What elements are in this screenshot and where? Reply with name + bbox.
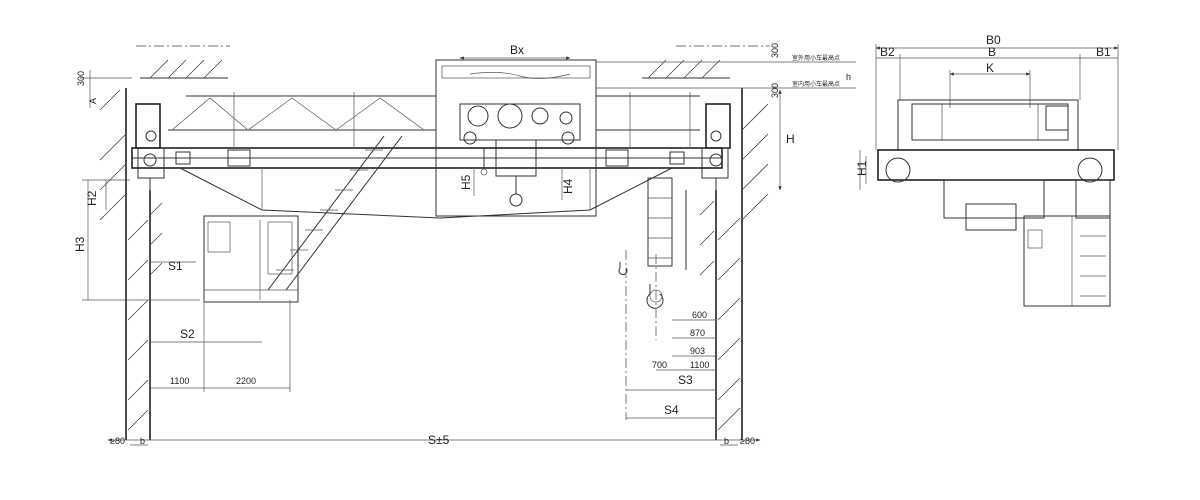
right-ladder xyxy=(647,177,687,270)
label-2200: 2200 xyxy=(236,376,256,386)
label-s2: S2 xyxy=(180,327,195,341)
operator-cab xyxy=(203,215,299,303)
right-travel-drive xyxy=(605,149,690,167)
label-s1: S1 xyxy=(168,259,183,273)
side-view xyxy=(859,44,1119,307)
label-700: 700 xyxy=(652,360,667,370)
main-girder xyxy=(131,92,723,219)
label-s3: S3 xyxy=(678,373,693,387)
label-h-small: h xyxy=(846,72,851,82)
label-bx: Bx xyxy=(510,43,524,57)
label-b-left: b xyxy=(140,436,145,446)
label-h2: H2 xyxy=(85,190,99,206)
label-clear-right: ≥80 xyxy=(740,436,755,446)
right-wall xyxy=(642,45,770,446)
label-h4: H4 xyxy=(561,178,575,194)
label-h3: H3 xyxy=(73,236,87,252)
trolley xyxy=(435,59,597,217)
label-300-left: 300 xyxy=(76,71,86,86)
label-600: 600 xyxy=(692,310,707,320)
label-b2: B2 xyxy=(880,45,895,59)
label-s4: S4 xyxy=(664,403,679,417)
label-1100-left: 1100 xyxy=(170,376,189,386)
right-end-carriage xyxy=(701,103,731,192)
label-h5: H5 xyxy=(459,174,473,190)
left-travel-drive xyxy=(168,149,251,167)
label-1100-right: 1100 xyxy=(690,360,709,370)
label-a-left: A xyxy=(88,98,98,104)
access-stairs xyxy=(267,135,403,291)
label-clear-left: ≥80 xyxy=(110,436,125,446)
label-b1: B1 xyxy=(1096,45,1111,59)
label-300-bottom: 300 xyxy=(770,83,780,98)
label-300-top: 300 xyxy=(770,43,780,58)
left-wall xyxy=(99,45,230,446)
dimension-lines xyxy=(80,56,856,442)
small-hook-icon xyxy=(618,262,628,276)
label-h1: H1 xyxy=(855,160,869,176)
hook-icon xyxy=(646,284,664,309)
label-870: 870 xyxy=(690,328,705,338)
left-end-carriage xyxy=(135,103,165,192)
label-b-right: b xyxy=(724,436,729,446)
label-b: B xyxy=(988,45,996,59)
label-b0: B0 xyxy=(986,33,1001,47)
label-span: S±5 xyxy=(428,433,450,447)
note-outdoor: 室外用小车最高点 xyxy=(792,54,840,62)
label-k: K xyxy=(986,61,994,75)
label-903: 903 xyxy=(690,346,705,356)
note-indoor: 室内用小车最高点 xyxy=(792,80,840,88)
label-h: H xyxy=(786,132,795,146)
